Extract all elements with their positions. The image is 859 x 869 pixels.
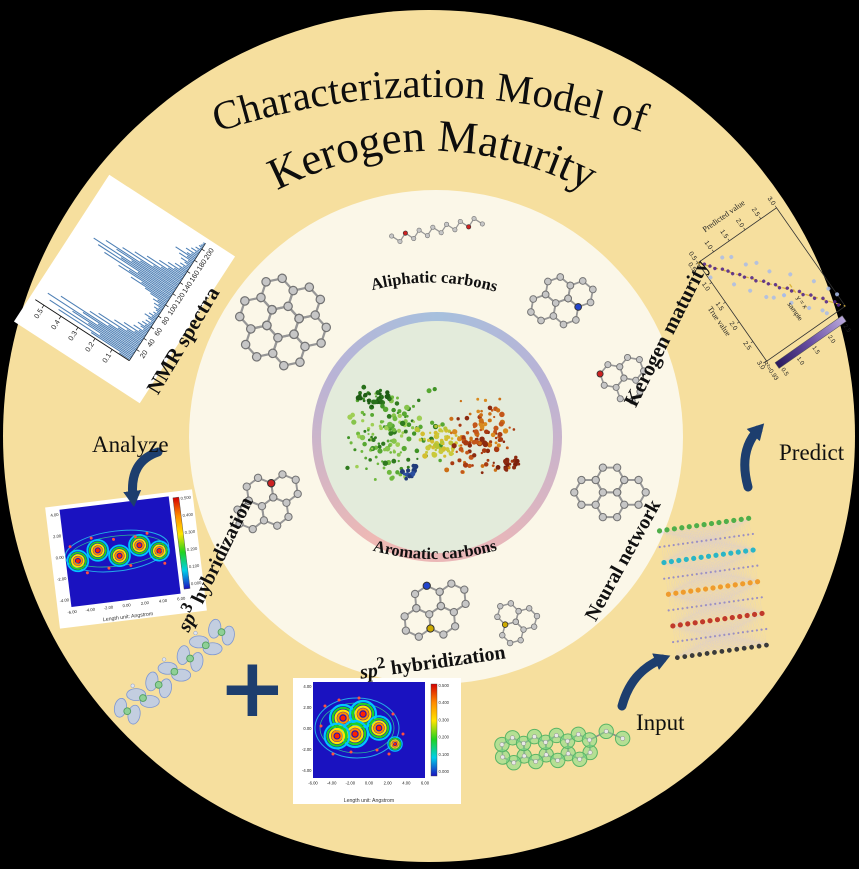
svg-text:0.4: 0.4 xyxy=(49,318,62,331)
svg-text:3.0: 3.0 xyxy=(755,360,766,372)
svg-text:0.00: 0.00 xyxy=(365,781,374,786)
svg-text:0.100: 0.100 xyxy=(439,752,450,757)
svg-text:0.000: 0.000 xyxy=(191,580,203,586)
svg-text:4.00: 4.00 xyxy=(303,684,312,689)
svg-text:6.00: 6.00 xyxy=(177,596,186,602)
svg-text:-6.00: -6.00 xyxy=(308,781,318,786)
svg-text:60: 60 xyxy=(152,326,164,338)
svg-text:2.5: 2.5 xyxy=(741,340,752,352)
svg-text:0.00: 0.00 xyxy=(55,555,64,561)
svg-text:0.00: 0.00 xyxy=(303,726,312,731)
svg-text:0.100: 0.100 xyxy=(189,563,201,569)
svg-text:2.0: 2.0 xyxy=(734,218,745,230)
svg-text:0.1: 0.1 xyxy=(100,351,113,364)
svg-text:2.5: 2.5 xyxy=(750,207,761,219)
svg-text:0.5: 0.5 xyxy=(687,251,698,263)
center-ring xyxy=(312,312,562,562)
svg-text:2.5: 2.5 xyxy=(842,324,852,335)
svg-text:2.0: 2.0 xyxy=(826,334,836,345)
svg-text:-2.00: -2.00 xyxy=(302,747,312,752)
svg-text:0.500: 0.500 xyxy=(439,683,450,688)
sp2-density-map: 0.500 0.400 0.300 0.200 0.100 0.000 -6.00 -4.00… xyxy=(293,678,461,804)
svg-text:2.00: 2.00 xyxy=(140,600,149,606)
svg-text:2.00: 2.00 xyxy=(53,533,62,539)
neural-network-diagram xyxy=(648,505,778,671)
svg-text:0.00: 0.00 xyxy=(122,602,131,608)
sp3-orbital-molecule xyxy=(78,578,270,766)
analyze-label: Analyze xyxy=(92,432,169,457)
svg-text:0.200: 0.200 xyxy=(187,546,199,552)
svg-text:0.5: 0.5 xyxy=(779,367,789,378)
predict-label: Predict xyxy=(779,440,845,465)
svg-text:-4.00: -4.00 xyxy=(59,597,70,603)
svg-text:2.00: 2.00 xyxy=(303,705,312,710)
svg-text:0.200: 0.200 xyxy=(439,735,450,740)
svg-text:-4.00: -4.00 xyxy=(302,768,312,773)
svg-text:1.0: 1.0 xyxy=(703,240,714,252)
sp3-density-map: 0.500 0.400 0.300 0.200 0.100 0.000 -6.00 -4.00… xyxy=(45,489,207,629)
svg-text:40: 40 xyxy=(145,337,157,349)
svg-text:-4.00: -4.00 xyxy=(327,781,337,786)
svg-text:-6.00: -6.00 xyxy=(67,609,78,615)
svg-text:Length unit: Angstrom: Length unit: Angstrom xyxy=(344,798,394,804)
svg-text:0.300: 0.300 xyxy=(439,717,450,722)
svg-text:6.00: 6.00 xyxy=(421,781,430,786)
svg-text:2.00: 2.00 xyxy=(384,781,393,786)
input-label: Input xyxy=(636,710,685,735)
plus-sign: + xyxy=(218,641,287,736)
svg-text:-4.00: -4.00 xyxy=(85,607,96,613)
svg-text:-2.00: -2.00 xyxy=(57,576,68,582)
svg-text:3.0: 3.0 xyxy=(766,196,777,208)
svg-text:1.5: 1.5 xyxy=(811,345,821,356)
svg-text:4.00: 4.00 xyxy=(402,781,411,786)
svg-text:0.3: 0.3 xyxy=(66,329,79,342)
svg-text:0.5: 0.5 xyxy=(686,261,697,273)
svg-text:0.000: 0.000 xyxy=(439,769,450,774)
svg-text:4.00: 4.00 xyxy=(159,598,168,604)
svg-text:0.400: 0.400 xyxy=(182,512,194,518)
svg-text:80: 80 xyxy=(159,315,171,327)
input-molecule xyxy=(473,694,640,800)
svg-text:0.5: 0.5 xyxy=(32,307,45,320)
svg-text:0.300: 0.300 xyxy=(184,529,196,535)
svg-text:1.0: 1.0 xyxy=(795,356,805,367)
svg-text:4.00: 4.00 xyxy=(50,512,59,518)
svg-text:20: 20 xyxy=(138,348,150,360)
svg-text:0.2: 0.2 xyxy=(83,340,96,353)
svg-text:-2.00: -2.00 xyxy=(103,604,114,610)
kerogen-model-visualization xyxy=(345,384,521,481)
svg-text:1.5: 1.5 xyxy=(718,229,729,241)
svg-text:1.0: 1.0 xyxy=(700,281,711,293)
svg-text:0.500: 0.500 xyxy=(180,495,192,501)
svg-text:2.0: 2.0 xyxy=(728,320,739,332)
svg-text:0.400: 0.400 xyxy=(439,700,450,705)
svg-text:1.5: 1.5 xyxy=(714,301,725,313)
svg-text:-2.00: -2.00 xyxy=(346,781,356,786)
